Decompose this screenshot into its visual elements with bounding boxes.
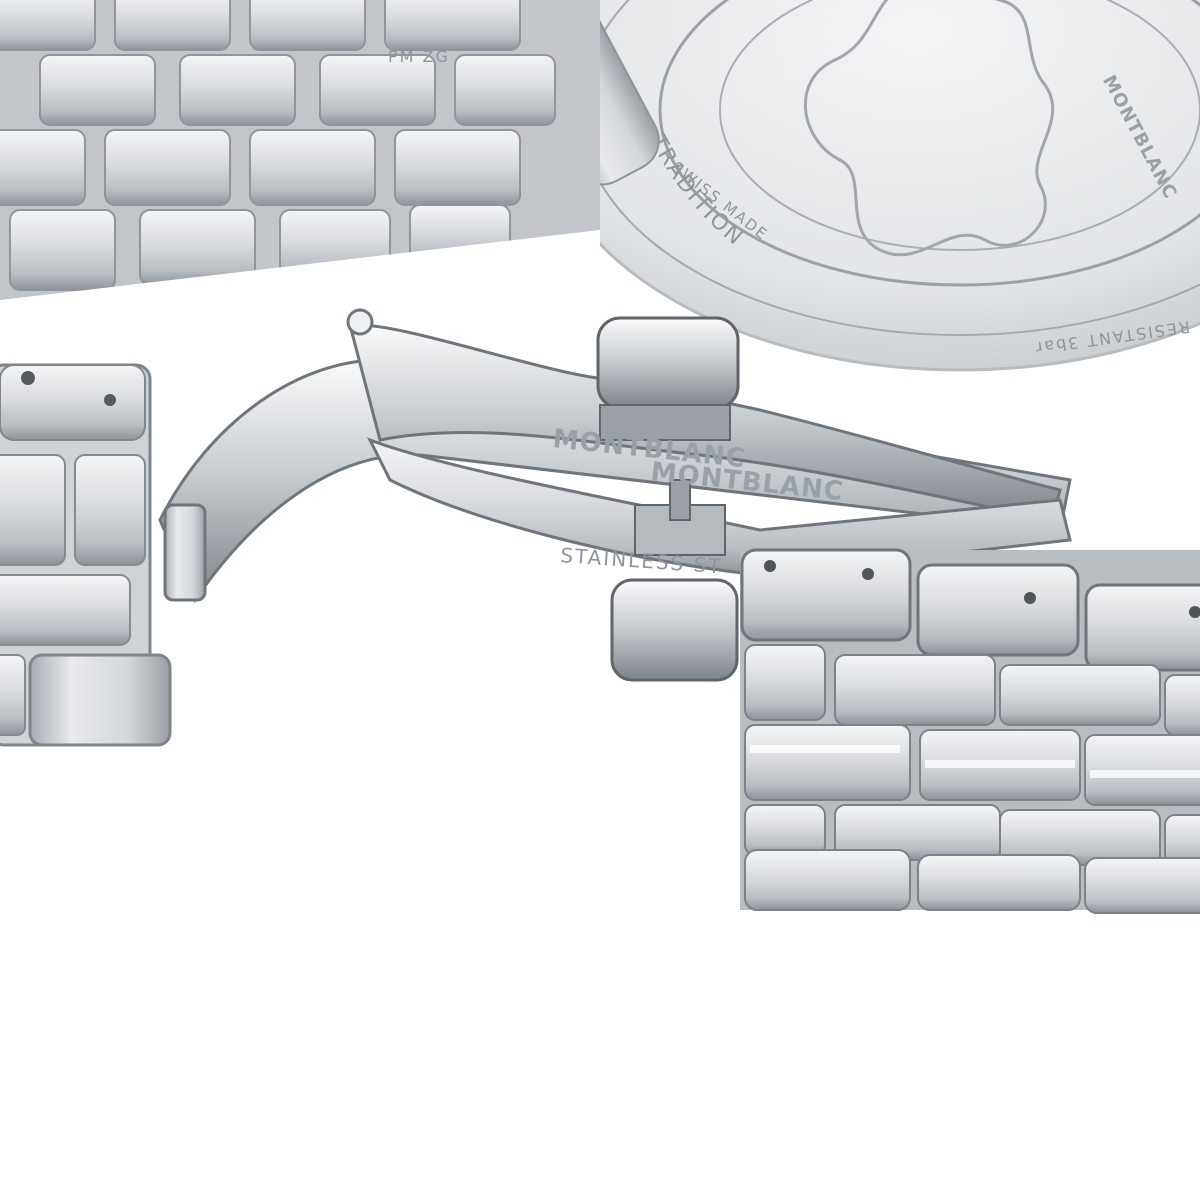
link-hallmark-text: PM ZG (388, 47, 450, 66)
deployant-clasp: MONTBLANC MONTBLANC STAINLESS ST (158, 308, 1072, 682)
right-bracelet-links (740, 548, 1200, 914)
upper-bracelet-links: PM ZG (0, 0, 600, 330)
snowflake-emblem (803, 0, 1055, 257)
clasp-push-button (596, 316, 740, 410)
watch-caseback: TRADITION SWISS MADE MONTBLANC RESISTANT… (512, 0, 1200, 372)
left-bracelet-end (0, 363, 172, 747)
